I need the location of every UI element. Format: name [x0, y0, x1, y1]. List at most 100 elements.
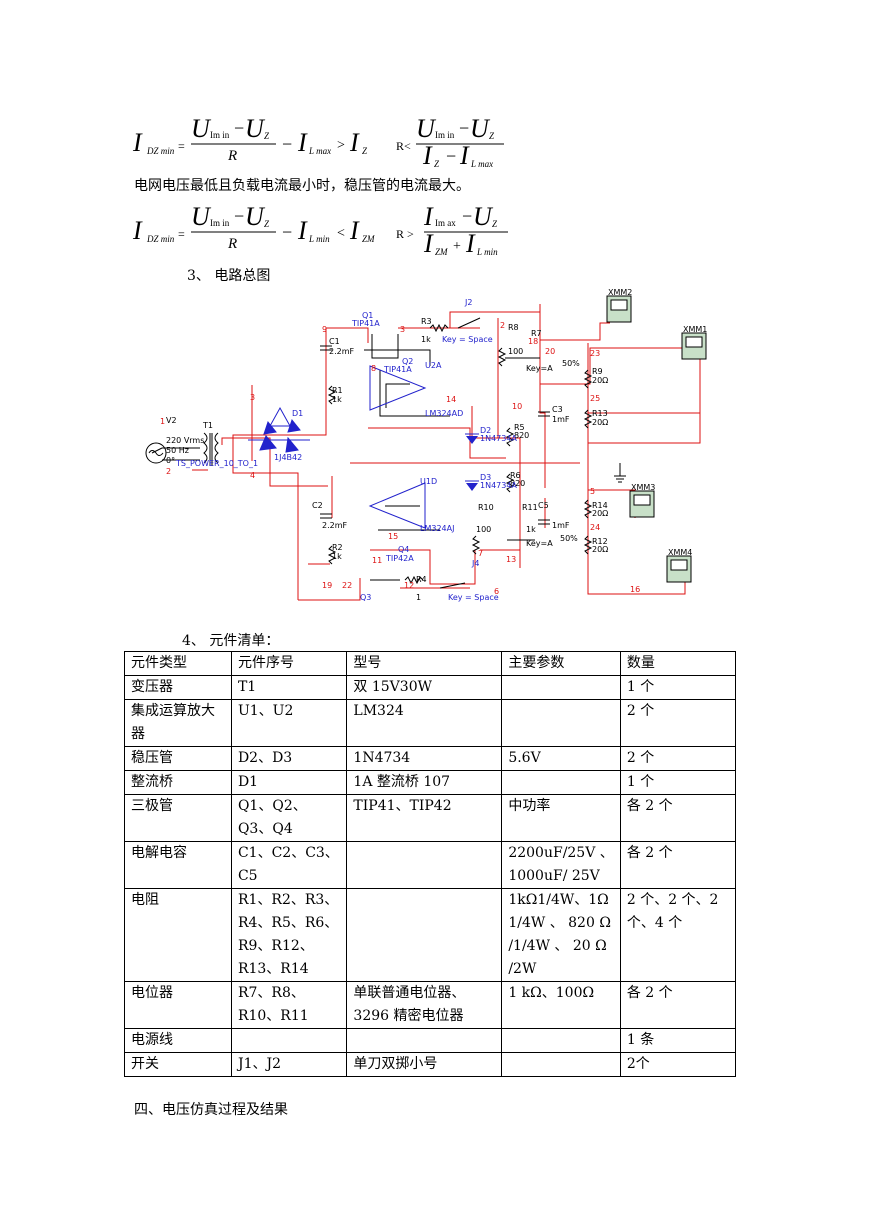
svg-text:24: 24	[590, 523, 600, 532]
table-cell: 电位器	[124, 981, 232, 1029]
svg-text:I: I	[297, 128, 308, 157]
svg-text:6: 6	[494, 587, 499, 596]
svg-text:L max: L max	[470, 159, 493, 169]
table-cell	[346, 888, 503, 982]
svg-text:L min: L min	[476, 247, 498, 257]
svg-text:100: 100	[476, 525, 491, 534]
switch-symbols	[439, 317, 481, 589]
zener-d2-symbol	[466, 436, 478, 444]
table-cell: 2个	[619, 1052, 737, 1077]
svg-text:Im in: Im in	[210, 218, 230, 228]
svg-text:R<: R<	[396, 139, 411, 153]
table-cell: 电阻	[124, 888, 232, 982]
svg-text:1: 1	[160, 417, 165, 426]
paragraph-text: 电网电压最低且负载电流最小时，稳压管的电流最大。	[134, 178, 470, 194]
table-cell: R1、R2、R3、R4、R5、R6、R9、R12、R13、R14	[230, 888, 348, 982]
formula-idz-min-1: I DZ min = U Im in − U Z R − I L max > I…	[131, 112, 381, 172]
section-heading-3: 3、 电路总图	[187, 268, 271, 284]
table-header-cell: 元件序号	[230, 651, 348, 676]
table-row: 变压器 T1 双 15V30W 1 个	[124, 675, 737, 700]
svg-text:Z: Z	[264, 219, 270, 229]
table-row: 整流桥 D1 1A 整流桥 107 1 个	[124, 770, 737, 795]
table-cell: 各 2 个	[619, 981, 737, 1029]
svg-text:2: 2	[500, 321, 505, 330]
svg-text:1: 1	[416, 593, 421, 602]
table-cell	[230, 1028, 348, 1053]
formula-r-upper-bound: R< U Im in − U Z I Z − I L max	[396, 112, 516, 172]
table-cell: Q1、Q2、Q3、Q4	[230, 794, 348, 842]
svg-text:20Ω: 20Ω	[592, 509, 608, 518]
table-cell: U1、U2	[230, 699, 348, 747]
svg-text:TIP42A: TIP42A	[385, 554, 414, 563]
svg-text:L max: L max	[308, 146, 331, 156]
table-row: 电位器 R7、R8、R10、R11 单联普通电位器、3296 精密电位器 1 k…	[124, 981, 737, 1029]
table-cell	[501, 770, 621, 795]
svg-text:Key=A: Key=A	[526, 539, 553, 548]
circuit-diagram: Q1 TIP41A Q2 TIP41A Q3 Q4 TIP42A R1 1k R…	[145, 288, 707, 602]
table-cell: T1	[230, 675, 348, 700]
svg-text:LM324AD: LM324AD	[425, 409, 463, 418]
table-cell: 2 个	[619, 746, 737, 771]
resistor-symbols	[327, 323, 593, 585]
svg-text:U: U	[191, 114, 212, 143]
table-row: 电源线 1 条	[124, 1028, 737, 1053]
svg-text:R8: R8	[508, 323, 519, 332]
svg-text:I: I	[423, 229, 434, 258]
svg-text:−: −	[462, 206, 472, 226]
svg-text:1N4734A: 1N4734A	[480, 434, 517, 443]
svg-text:U: U	[191, 202, 212, 231]
table-cell: 双 15V30W	[346, 675, 503, 700]
table-cell	[346, 1028, 503, 1053]
svg-text:=: =	[178, 227, 185, 241]
svg-text:ZM: ZM	[435, 247, 448, 257]
svg-text:820: 820	[514, 431, 529, 440]
svg-text:25: 25	[590, 394, 600, 403]
svg-text:12: 12	[404, 581, 414, 590]
svg-text:XMM4: XMM4	[668, 548, 692, 557]
svg-text:R4: R4	[416, 575, 427, 584]
svg-text:Key = Space: Key = Space	[442, 335, 493, 344]
svg-text:50%: 50%	[562, 359, 580, 368]
table-row: 稳压管 D2、D3 1N4734 5.6V 2 个	[124, 746, 737, 771]
svg-text:V2: V2	[166, 416, 177, 425]
svg-text:L min: L min	[308, 234, 330, 244]
svg-text:−: −	[459, 118, 469, 138]
svg-text:+: +	[453, 239, 461, 254]
svg-text:U: U	[470, 114, 491, 143]
svg-text:1k: 1k	[526, 525, 536, 534]
svg-text:1k: 1k	[421, 335, 431, 344]
table-cell: 1 个	[619, 675, 737, 700]
svg-text:7: 7	[478, 549, 483, 558]
svg-text:U: U	[473, 202, 494, 231]
table-cell	[346, 841, 503, 889]
svg-text:U: U	[245, 114, 266, 143]
svg-text:−: −	[234, 118, 244, 138]
svg-text:820: 820	[510, 479, 525, 488]
svg-text:1k: 1k	[332, 395, 342, 404]
svg-text:R: R	[227, 148, 237, 164]
svg-text:I: I	[465, 229, 476, 258]
svg-text:18: 18	[528, 337, 538, 346]
table-cell	[501, 1028, 621, 1053]
table-cell: 1kΩ1/4W、1Ω 1/4W 、 820 Ω /1/4W 、 20 Ω /2W	[501, 888, 621, 982]
svg-text:19: 19	[322, 581, 332, 590]
svg-text:Z: Z	[362, 146, 368, 156]
table-cell: 1 条	[619, 1028, 737, 1053]
svg-text:23: 23	[590, 349, 600, 358]
svg-text:R9: R9	[592, 367, 603, 376]
opamp-u1d-symbol	[368, 482, 426, 529]
svg-text:I: I	[423, 202, 434, 231]
svg-text:C5: C5	[538, 501, 549, 510]
table-cell: 1N4734	[346, 746, 503, 771]
table-row: 开关 J1、J2 单刀双掷小号 2个	[124, 1052, 737, 1077]
svg-text:2.2mF: 2.2mF	[329, 347, 355, 356]
svg-text:TIP41A: TIP41A	[351, 319, 380, 328]
section-heading-four: 四、电压仿真过程及结果	[134, 1102, 288, 1118]
svg-text:1mF: 1mF	[552, 415, 570, 424]
svg-text:3: 3	[400, 325, 405, 334]
svg-text:R >: R >	[396, 227, 414, 241]
svg-text:11: 11	[372, 556, 382, 565]
svg-text:Key = Space: Key = Space	[448, 593, 499, 602]
svg-text:T1: T1	[202, 421, 213, 430]
component-list-table: 元件类型 元件序号 型号 主要参数 数量 变压器 T1 双 15V30W 1 个…	[124, 651, 737, 1077]
